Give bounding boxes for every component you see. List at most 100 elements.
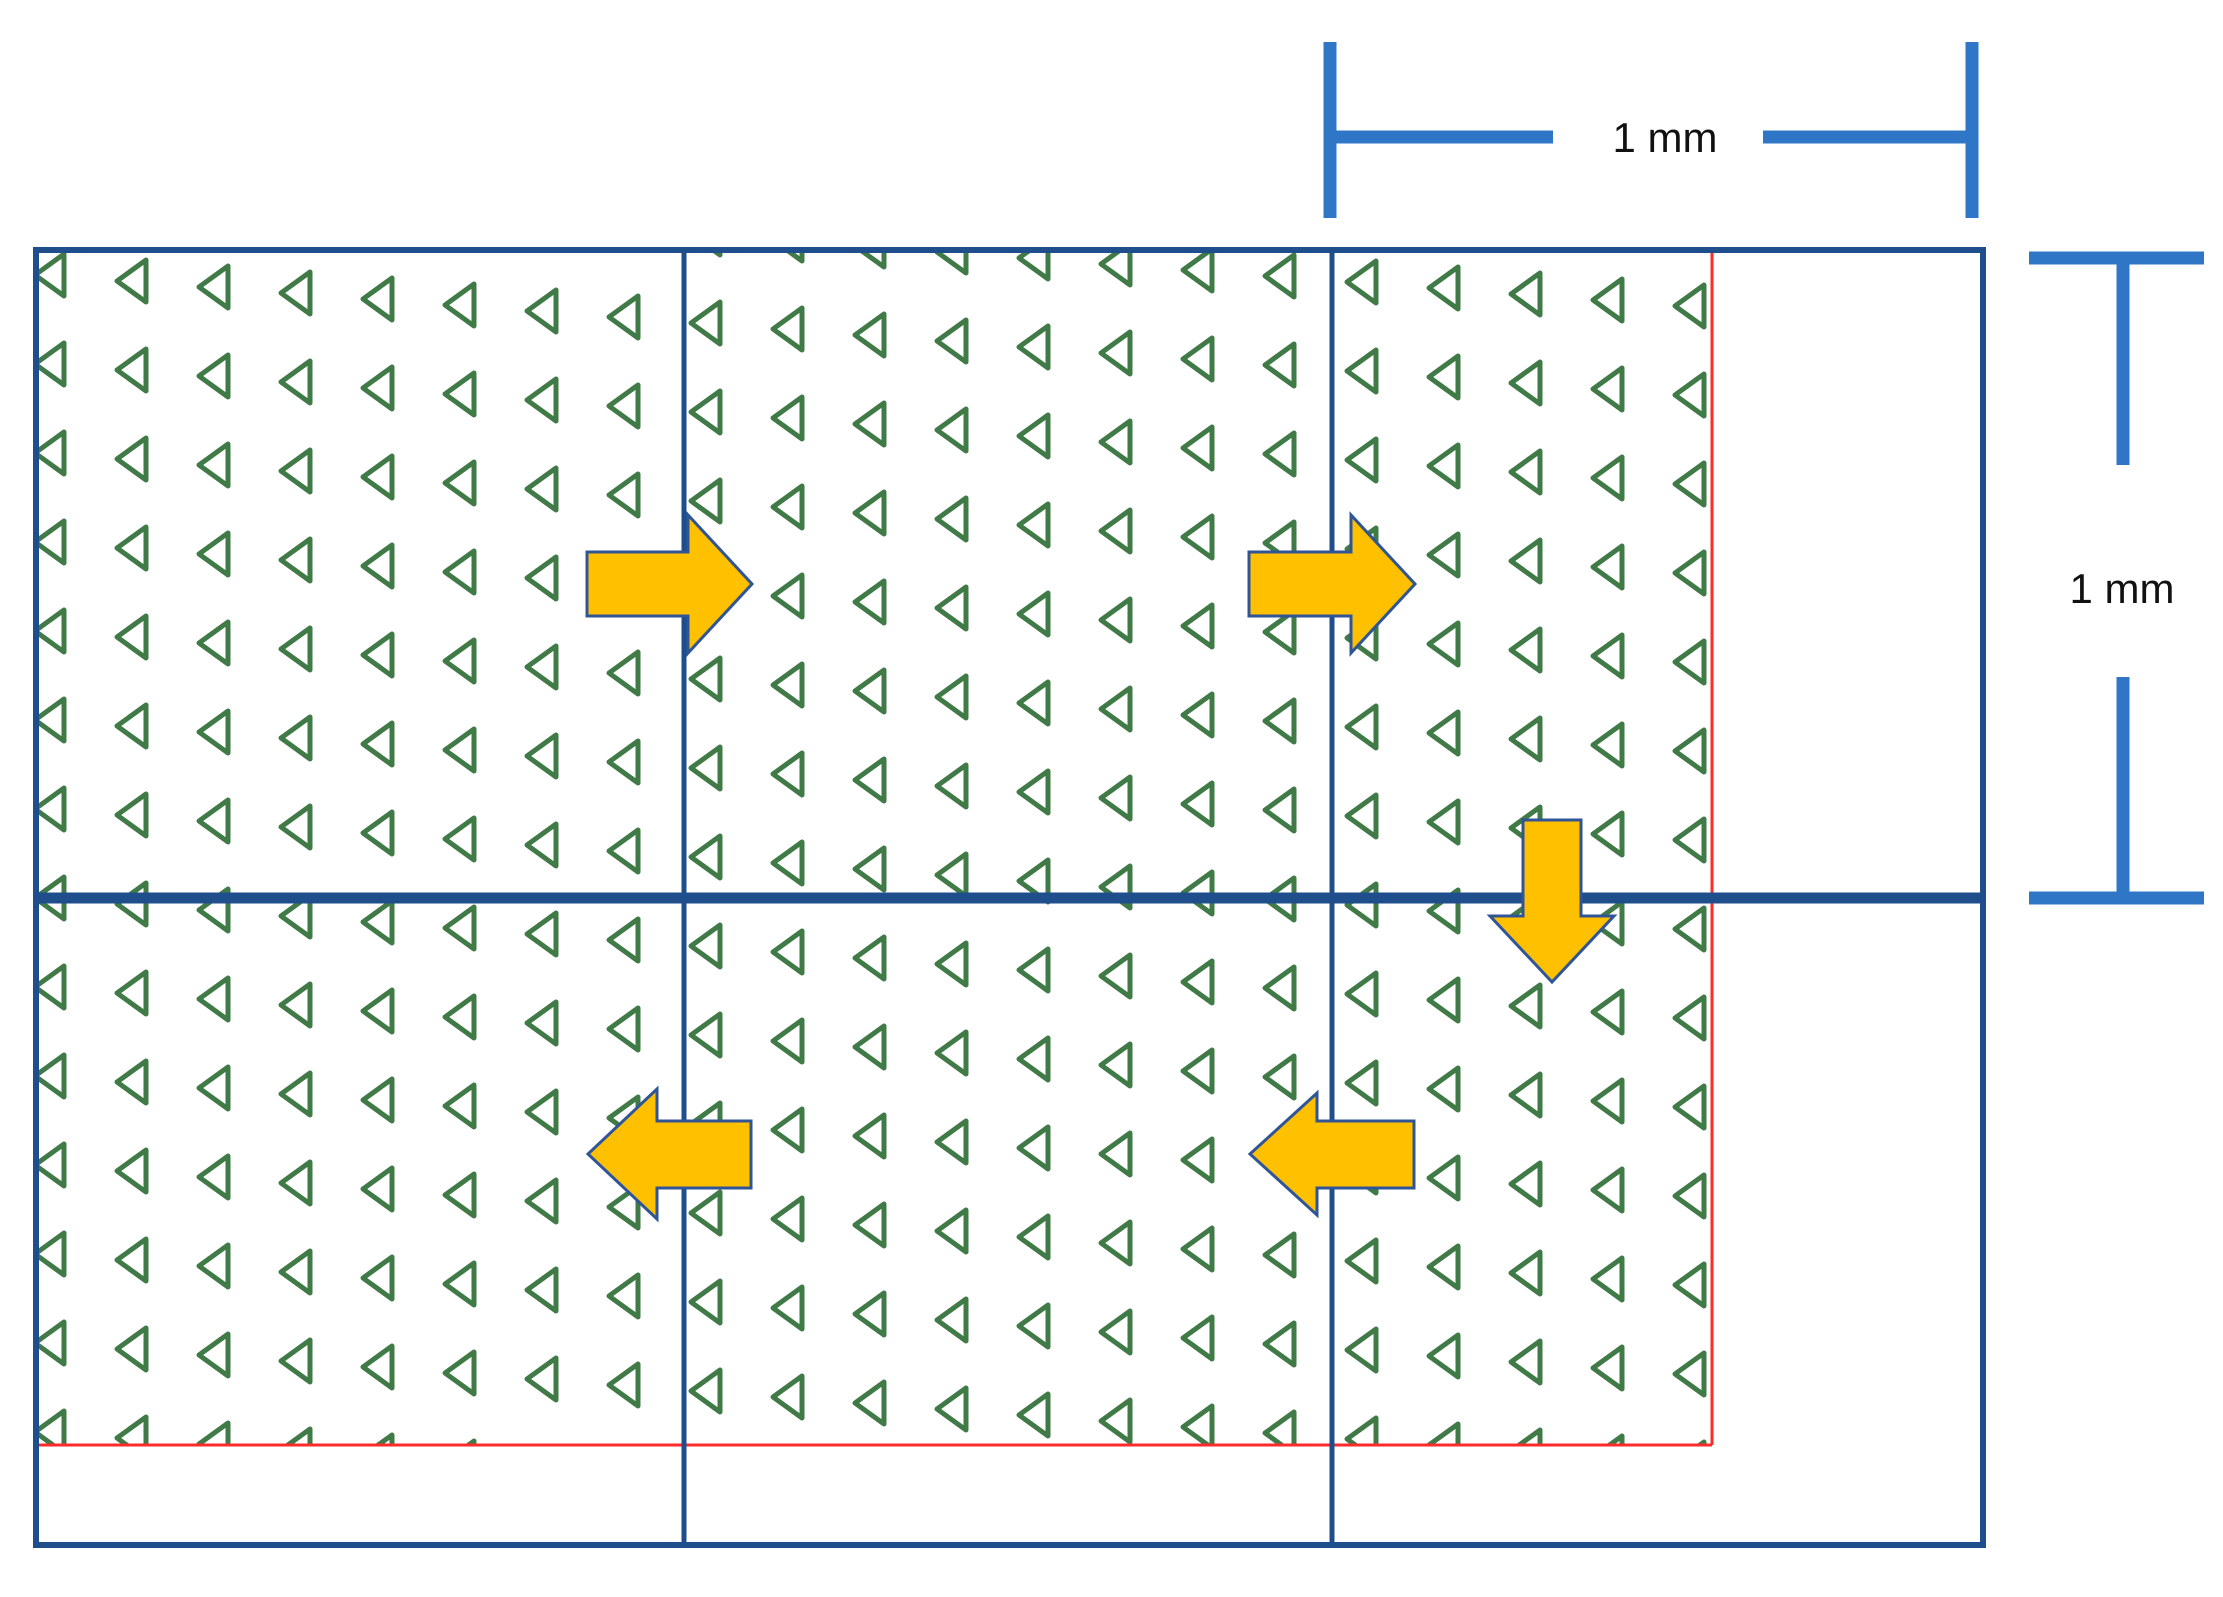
pattern-triangle bbox=[1180, 513, 1215, 561]
pattern-triangle bbox=[770, 928, 805, 976]
pattern-triangle bbox=[36, 1408, 67, 1445]
pattern-triangle bbox=[1426, 1154, 1461, 1202]
pattern-triangle bbox=[606, 1183, 641, 1231]
pattern-triangle bbox=[1180, 1136, 1215, 1184]
pattern-triangle bbox=[1429, 1513, 1458, 1555]
pattern-triangle bbox=[442, 1349, 477, 1397]
vertical-scale-label: 1 mm bbox=[2070, 565, 2175, 612]
pattern-triangle bbox=[278, 447, 313, 495]
pattern-triangle bbox=[1262, 341, 1297, 389]
pattern-triangle bbox=[278, 269, 313, 317]
pattern-triangle bbox=[1590, 1344, 1625, 1392]
pattern-triangle bbox=[1016, 857, 1051, 905]
pattern-triangle bbox=[363, 189, 392, 231]
pattern-triangle bbox=[606, 471, 641, 519]
pattern-triangle bbox=[1426, 1421, 1461, 1445]
pattern-triangle bbox=[114, 702, 149, 750]
pattern-triangle bbox=[196, 263, 231, 311]
pattern-triangle bbox=[442, 548, 477, 596]
pattern-triangle bbox=[1426, 442, 1461, 490]
pattern-triangle bbox=[360, 453, 395, 501]
pattern-triangle bbox=[360, 987, 395, 1035]
pattern-triangle bbox=[1098, 1130, 1133, 1178]
pattern-triangle bbox=[688, 1011, 723, 1059]
pattern-triangle bbox=[196, 530, 231, 578]
pattern-triangle bbox=[1672, 371, 1707, 419]
pattern-triangle bbox=[1344, 1237, 1379, 1285]
pattern-triangle bbox=[442, 459, 477, 507]
pattern-triangle bbox=[1508, 982, 1543, 1030]
pattern-triangle bbox=[1180, 780, 1215, 828]
pattern-triangle bbox=[934, 1207, 969, 1255]
pattern-triangle bbox=[196, 975, 231, 1023]
pattern-triangle bbox=[1098, 1041, 1133, 1089]
pattern-triangle bbox=[196, 441, 231, 489]
pattern-triangle bbox=[852, 1023, 887, 1071]
pattern-triangle bbox=[524, 287, 559, 335]
pattern-triangle bbox=[360, 1165, 395, 1213]
pattern-triangle bbox=[1098, 1397, 1133, 1445]
pattern-triangle bbox=[1605, 1433, 1625, 1445]
pattern-triangle bbox=[1180, 958, 1215, 1006]
pattern-triangle bbox=[442, 904, 477, 952]
pattern-triangle bbox=[606, 382, 641, 430]
pattern-triangle bbox=[1016, 768, 1051, 816]
pattern-triangle bbox=[1344, 436, 1379, 484]
pattern-triangle bbox=[1590, 899, 1625, 947]
pattern-triangle bbox=[278, 1248, 313, 1296]
pattern-triangle bbox=[1016, 1124, 1051, 1172]
pattern-triangle bbox=[278, 1159, 313, 1207]
pattern-triangle bbox=[770, 394, 805, 442]
pattern-triangle bbox=[114, 969, 149, 1017]
pattern-triangle bbox=[635, 250, 641, 252]
pattern-triangle bbox=[278, 803, 313, 851]
pattern-triangle bbox=[1590, 721, 1625, 769]
pattern-triangle bbox=[688, 1189, 723, 1237]
pattern-triangle bbox=[114, 1236, 149, 1284]
pattern-triangle bbox=[117, 171, 146, 213]
pattern-triangle bbox=[934, 1029, 969, 1077]
pattern-triangle bbox=[1262, 252, 1297, 300]
pattern-triangle bbox=[1180, 250, 1215, 294]
pattern-triangle bbox=[852, 1290, 887, 1338]
pattern-triangle bbox=[36, 1141, 67, 1189]
pattern-triangle bbox=[1098, 1219, 1133, 1267]
pattern-triangle bbox=[114, 346, 149, 394]
pattern-triangle bbox=[114, 1058, 149, 1106]
pattern-triangle bbox=[688, 1278, 723, 1326]
pattern-triangle bbox=[1672, 1261, 1707, 1309]
pattern-triangle bbox=[1672, 638, 1707, 686]
pattern-triangle bbox=[852, 489, 887, 537]
pattern-triangle bbox=[524, 465, 559, 513]
pattern-triangle bbox=[1344, 1059, 1379, 1107]
pattern-triangle bbox=[1508, 1338, 1543, 1386]
pattern-triangle bbox=[852, 1112, 887, 1160]
pattern-triangle bbox=[1101, 1489, 1130, 1531]
pattern-triangle bbox=[196, 1153, 231, 1201]
pattern-triangle bbox=[934, 1296, 969, 1344]
pattern-triangle bbox=[554, 1444, 558, 1445]
pattern-triangle bbox=[1590, 1166, 1625, 1214]
pattern-triangle bbox=[1672, 282, 1707, 330]
pattern-triangle bbox=[114, 880, 149, 928]
pattern-triangle bbox=[36, 1230, 67, 1278]
pattern-triangle bbox=[1344, 970, 1379, 1018]
arrow-right-2 bbox=[1247, 511, 1418, 657]
pattern-triangle bbox=[1344, 347, 1379, 395]
pattern-triangle bbox=[114, 1325, 149, 1373]
pattern-triangle bbox=[770, 305, 805, 353]
pattern-triangle bbox=[36, 963, 67, 1011]
pattern-triangle bbox=[688, 388, 723, 436]
pattern-triangle bbox=[196, 352, 231, 400]
pattern-triangle bbox=[1511, 1519, 1540, 1561]
pattern-triangle bbox=[1590, 454, 1625, 502]
pattern-triangle bbox=[1180, 335, 1215, 383]
pattern-triangle bbox=[606, 649, 641, 697]
pattern-triangle bbox=[934, 940, 969, 988]
pattern-triangle bbox=[1262, 1231, 1297, 1279]
pattern-triangle bbox=[688, 922, 723, 970]
pattern-triangle bbox=[1016, 250, 1051, 282]
pattern-triangle bbox=[855, 1471, 884, 1513]
pattern-triangle bbox=[770, 750, 805, 798]
pattern-triangle bbox=[442, 370, 477, 418]
